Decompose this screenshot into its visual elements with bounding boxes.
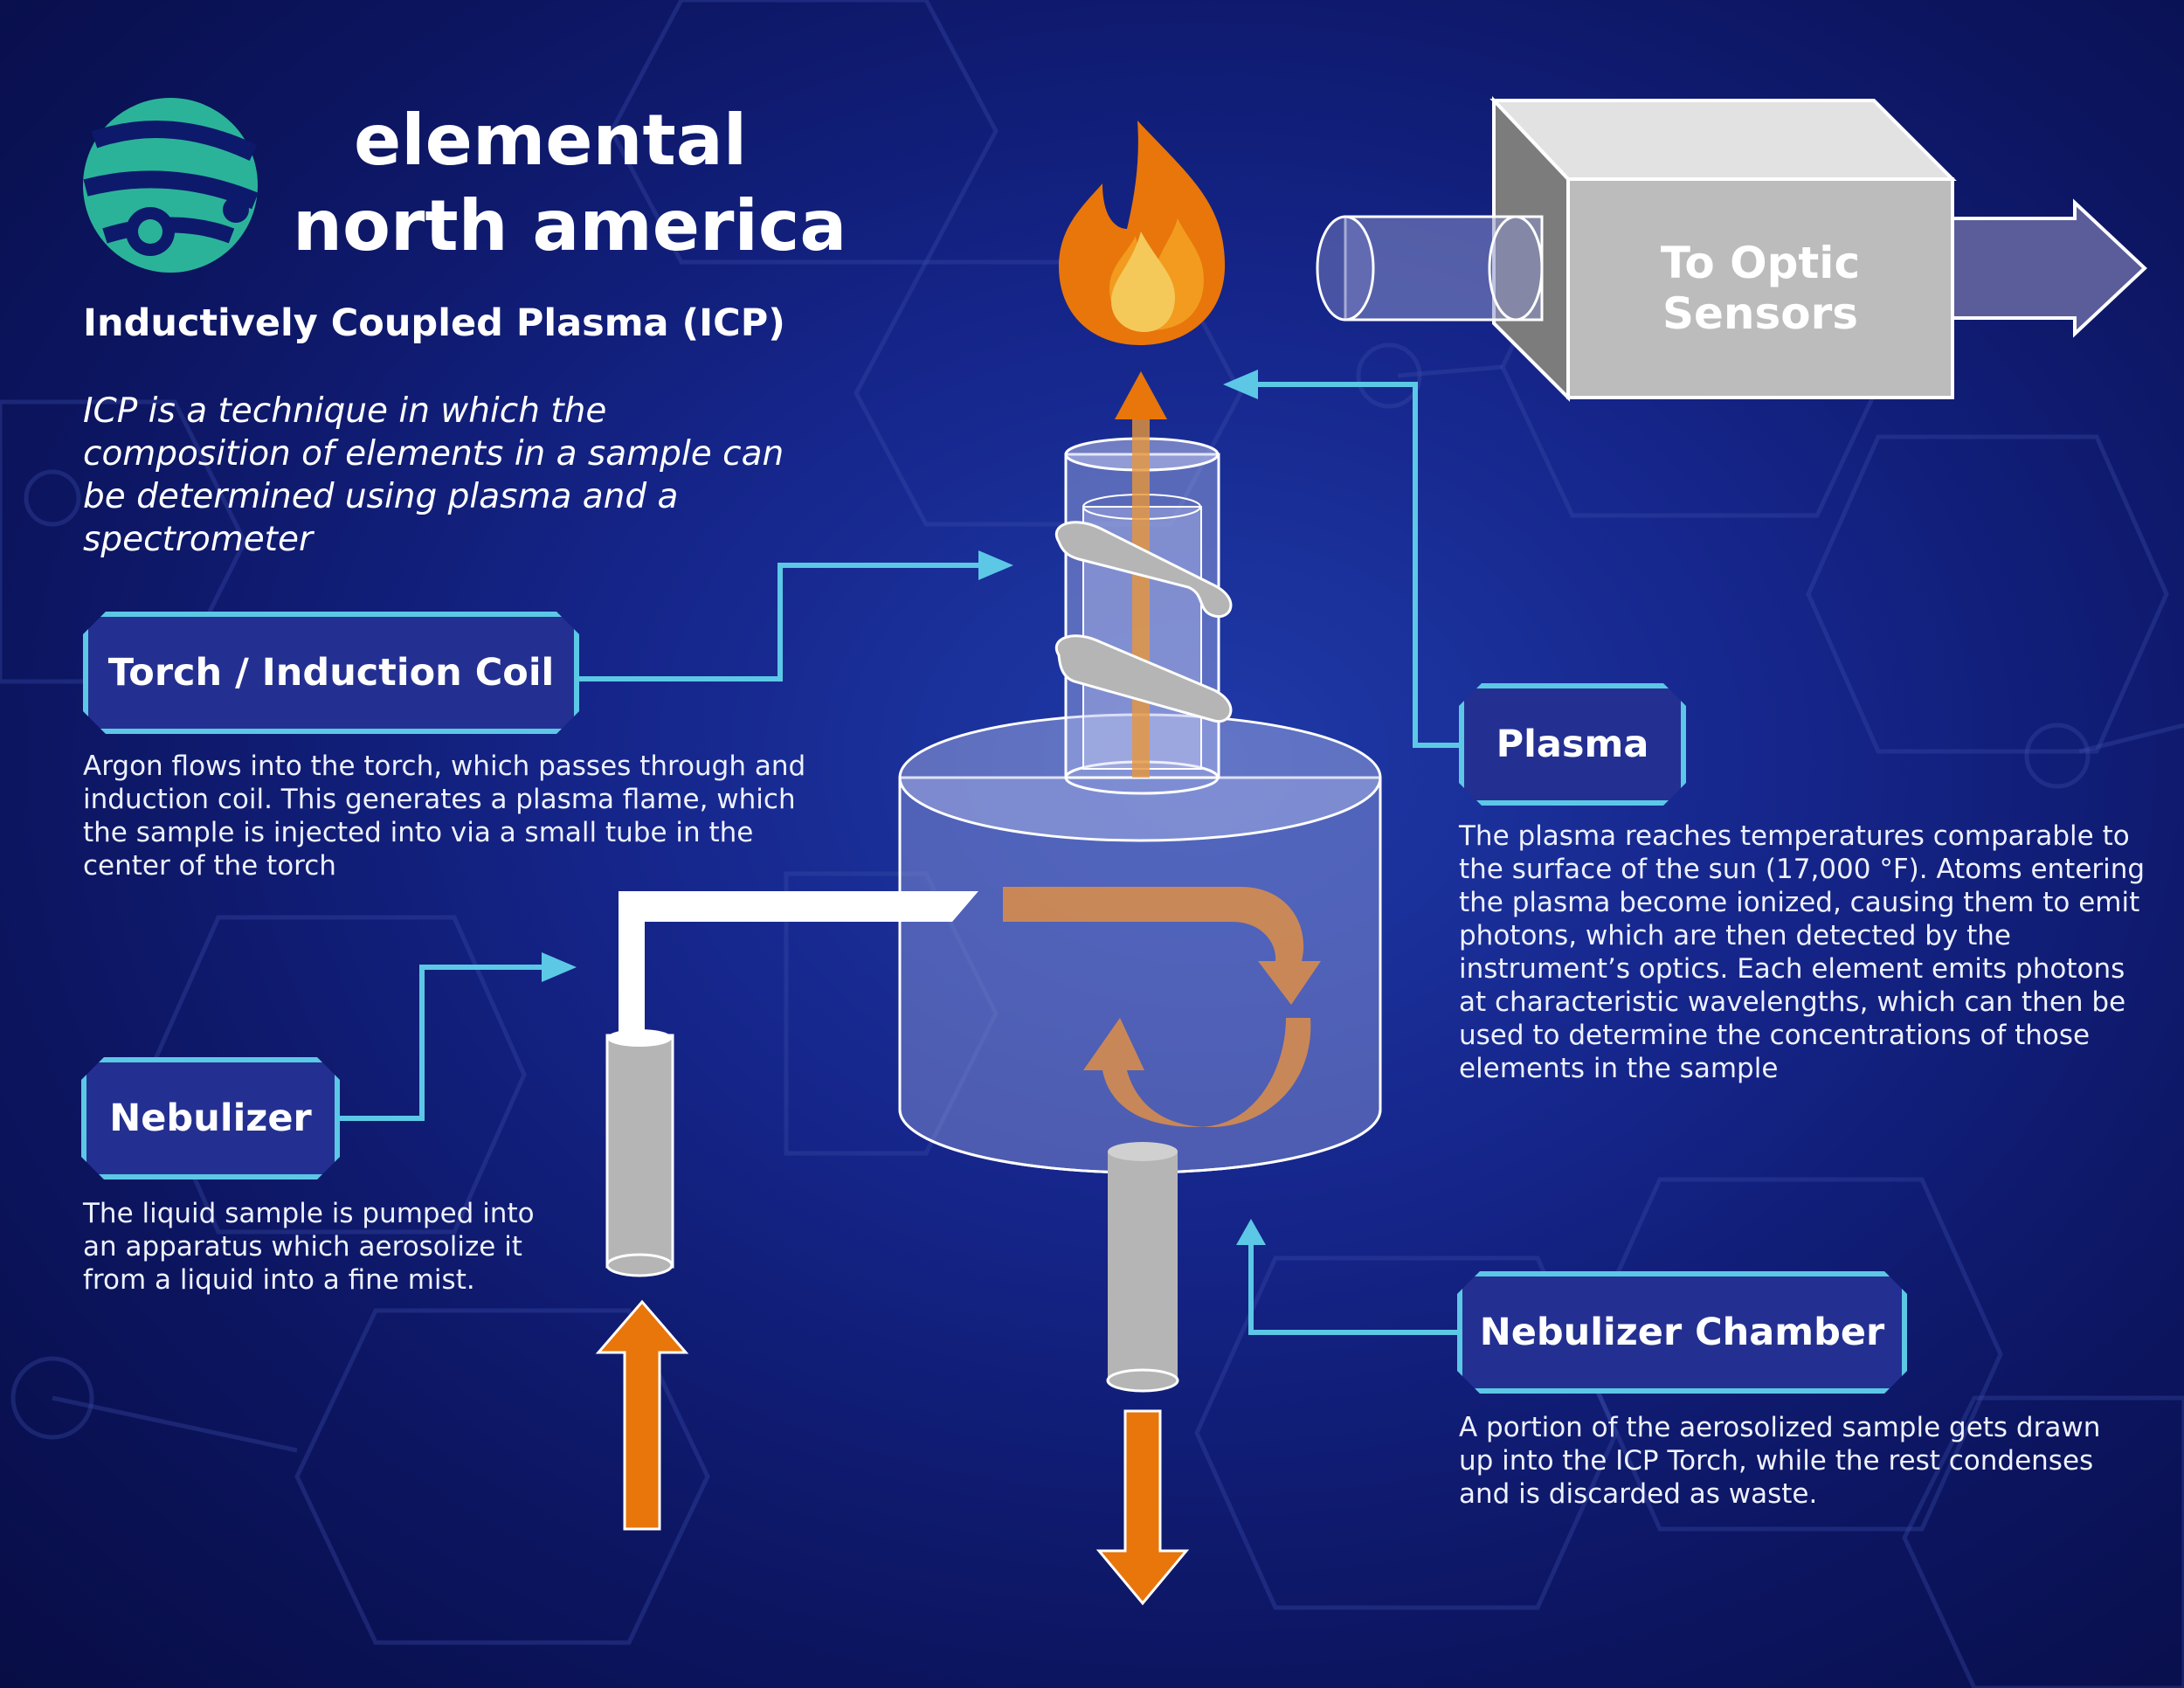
chamber-label-title: Nebulizer Chamber: [1479, 1311, 1885, 1354]
optic-sensors-label: To Optic Sensors: [1568, 238, 1952, 339]
nebulizer-pipe: [605, 891, 978, 1277]
nebulizer-label: Nebulizer: [81, 1057, 340, 1180]
plasma-arrowhead: [1223, 370, 1258, 399]
torch-label-title: Torch / Induction Coil: [107, 651, 555, 695]
plasma-label-title: Plasma: [1496, 723, 1649, 766]
brand-line-2: north america: [293, 185, 847, 266]
chamber-connector: [1248, 1245, 1459, 1335]
globe-logo-icon: [83, 98, 259, 273]
page-subtitle: Inductively Coupled Plasma (ICP): [83, 301, 785, 345]
chamber-label: Nebulizer Chamber: [1457, 1271, 1907, 1394]
plasma-connector: [1258, 382, 1462, 748]
torch-arrowhead: [978, 550, 1013, 580]
optic-line-1: To Optic: [1660, 238, 1861, 288]
swirl-arrows: [1003, 887, 1321, 1127]
nebulizer-label-title: Nebulizer: [109, 1097, 312, 1140]
induction-coil: [1055, 521, 1233, 723]
plasma-description: The plasma reaches temperatures comparab…: [1459, 820, 2146, 1084]
optic-sensor-box: [1316, 95, 2147, 402]
brand-line-1: elemental: [354, 100, 748, 181]
torch-label: Torch / Induction Coil: [83, 612, 579, 734]
waste-outflow-arrow: [1095, 1409, 1190, 1606]
drain-pipe: [1106, 1142, 1179, 1393]
optic-line-2: Sensors: [1662, 288, 1859, 339]
intro-text: ICP is a technique in which the composit…: [83, 391, 784, 559]
nebulizer-description: The liquid sample is pumped into an appa…: [83, 1198, 535, 1296]
sample-inflow-arrow: [595, 1299, 689, 1531]
plasma-label: Plasma: [1459, 683, 1686, 806]
nebulizer-connector: [336, 965, 559, 1121]
brand-name: elemental north america: [293, 98, 847, 269]
torch-description: Argon flows into the torch, which passes…: [83, 751, 806, 882]
torch-connector: [577, 563, 978, 681]
nebulizer-arrowhead: [542, 952, 577, 982]
flame-icon: [1059, 121, 1226, 345]
chamber-description: A portion of the aerosolized sample gets…: [1459, 1412, 2101, 1510]
chamber-arrowhead: [1236, 1219, 1266, 1245]
